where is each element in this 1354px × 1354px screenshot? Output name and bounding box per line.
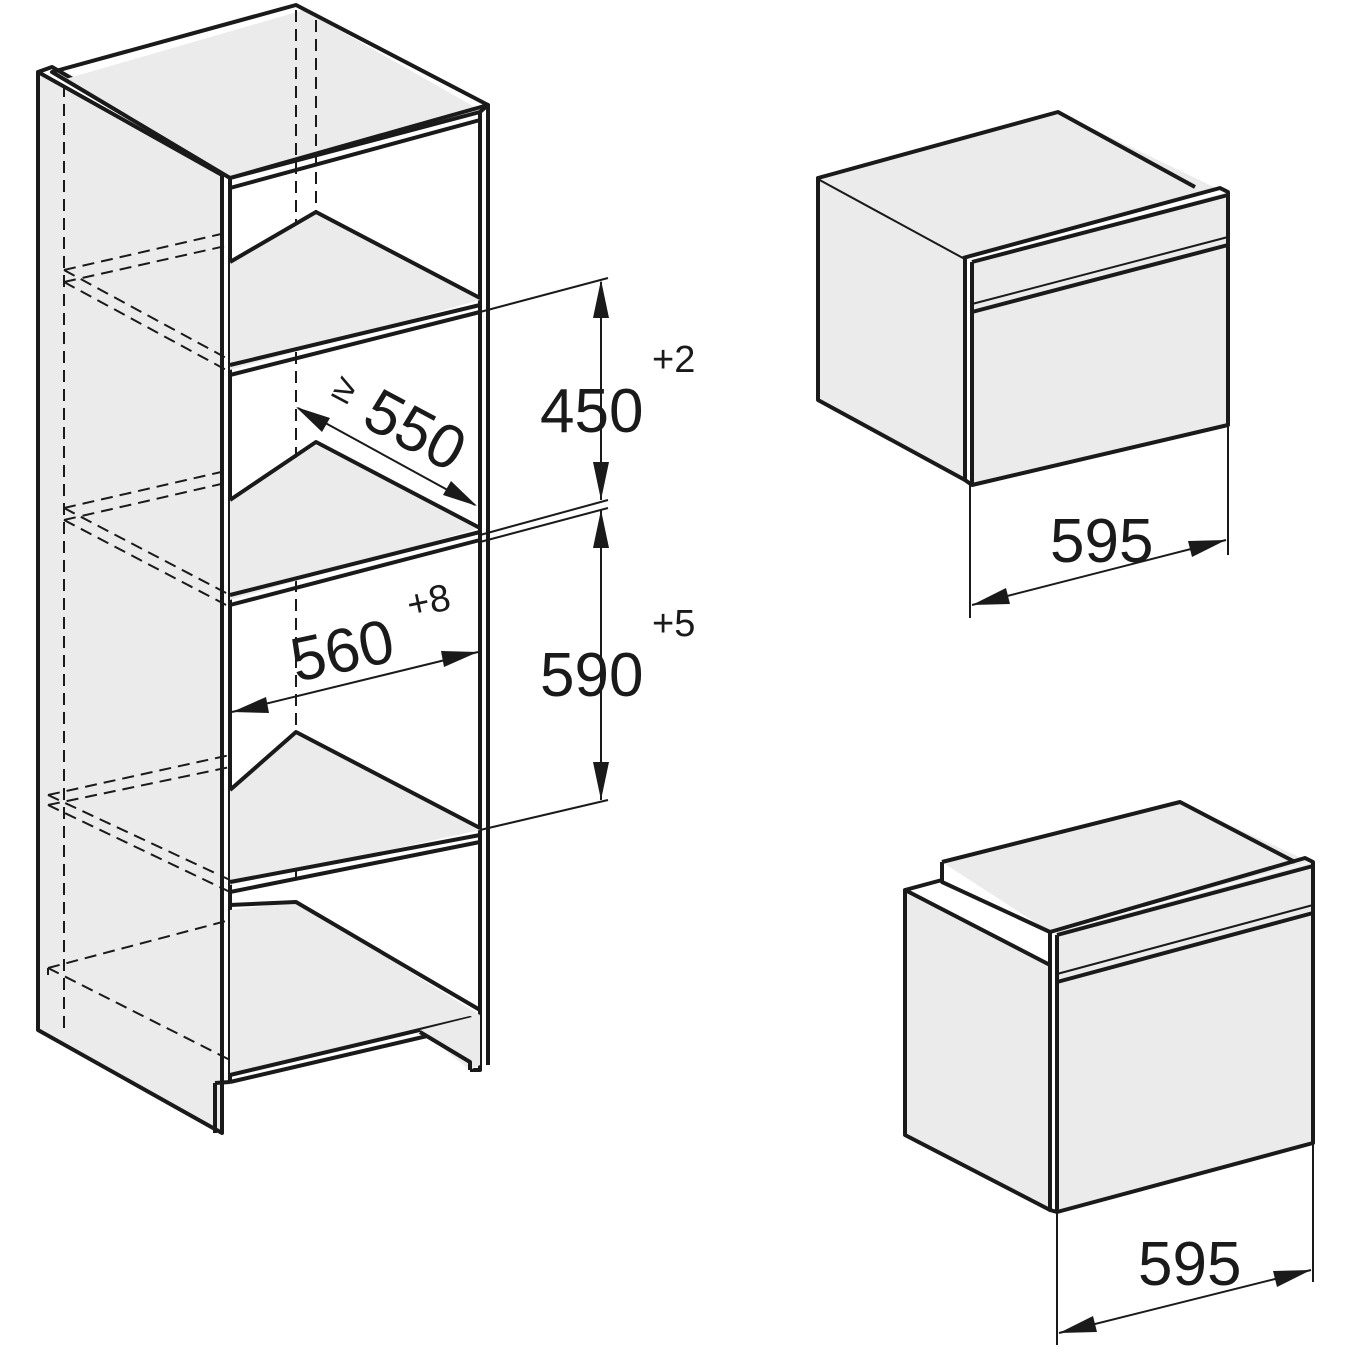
svg-text:+5: +5 [652,603,695,645]
depth-550-dimension-line [297,407,476,506]
oven-appliance: 595 [903,800,1315,1345]
oven-width-dimension-line [1058,1269,1312,1334]
height-590-label: 590 +5 [540,603,695,710]
svg-text:≥: ≥ [326,366,364,413]
height-450-label: 450 +2 [540,339,695,446]
compact-width-label: 595 [1050,507,1153,576]
compact-appliance: 595 [816,110,1230,618]
svg-text:+2: +2 [652,339,695,381]
width-560-dimension-line [231,651,479,713]
svg-text:560: 560 [285,607,401,696]
tall-cabinet [36,3,490,1135]
cabinet-side-panel [38,72,222,1133]
width-560-label: 560 +8 [285,577,455,696]
compact-width-dimension-line [971,539,1227,606]
oven-width-label: 595 [1138,1230,1241,1299]
svg-text:590: 590 [540,641,643,710]
svg-text:450: 450 [540,377,643,446]
svg-text:+8: +8 [403,577,454,627]
svg-text:550: 550 [353,376,477,485]
